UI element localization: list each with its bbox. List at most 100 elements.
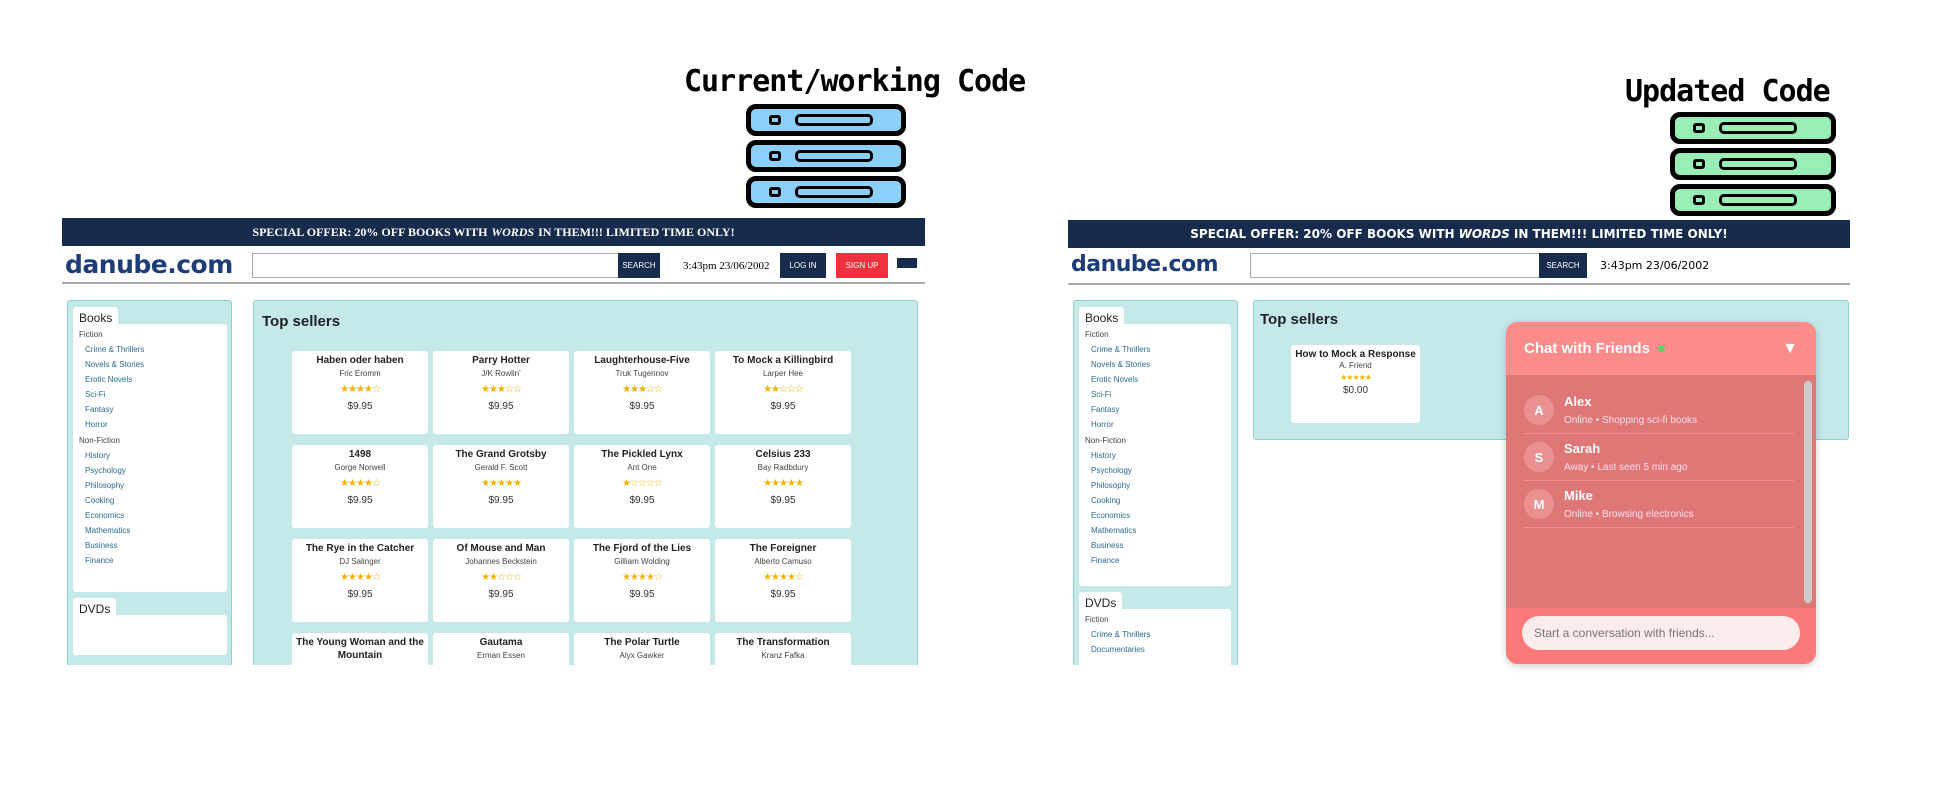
book-price: $9.95 <box>488 495 514 506</box>
book-title: The Fjord of the Lies <box>592 543 692 554</box>
category-link[interactable]: Psychology <box>85 466 126 475</box>
book-author: Gerald F. Scott <box>474 463 528 472</box>
signup-button[interactable]: SIGN UP <box>836 253 888 278</box>
category-link[interactable]: Mathematics <box>1091 526 1137 535</box>
category-link[interactable]: Crime & Thrillers <box>1091 630 1151 639</box>
cart-button[interactable] <box>897 258 917 268</box>
category-link[interactable]: Psychology <box>1091 466 1132 475</box>
site-logo[interactable]: danube.com <box>1071 252 1219 277</box>
book-card[interactable]: How to Mock a Response A. Friend ★★★★★ $… <box>1291 345 1420 423</box>
books-tab[interactable]: Books <box>1079 307 1125 327</box>
category-link[interactable]: Mathematics <box>85 526 131 535</box>
book-card[interactable]: The Young Woman and the Mountain <box>292 633 428 665</box>
category-link[interactable]: Documentaries <box>1091 645 1145 654</box>
friend-status: Away • Last seen 5 min ago <box>1564 462 1688 473</box>
category-link[interactable]: Crime & Thrillers <box>85 345 145 354</box>
search-input[interactable] <box>1250 253 1540 278</box>
book-title: Haben oder haben <box>316 355 404 366</box>
friend-name: Mike <box>1564 488 1593 503</box>
category-link[interactable]: Novels & Stories <box>1091 360 1151 369</box>
book-title: The Pickled Lynx <box>601 449 683 460</box>
chat-message-input[interactable] <box>1522 616 1800 650</box>
book-price: $9.95 <box>347 401 373 412</box>
server-stack-icon-blue <box>746 104 906 208</box>
category-link[interactable]: Economics <box>1091 511 1131 520</box>
site-logo[interactable]: danube.com <box>65 250 233 279</box>
book-author: Alyx Gawker <box>619 651 665 660</box>
category-link[interactable]: Cooking <box>85 496 115 505</box>
dvds-tab[interactable]: DVDs <box>1079 592 1123 612</box>
search-button[interactable]: SEARCH <box>618 253 660 278</box>
category-link[interactable]: Business <box>85 541 118 550</box>
book-price: $9.95 <box>770 401 796 412</box>
books-tab[interactable]: Books <box>73 307 119 327</box>
category-link[interactable]: Business <box>1091 541 1124 550</box>
book-author: Truk Tugennov <box>615 369 669 378</box>
friend-name: Sarah <box>1564 441 1601 456</box>
category-link[interactable]: Novels & Stories <box>85 360 145 369</box>
category-link[interactable]: Economics <box>85 511 125 520</box>
category-link[interactable]: Fantasy <box>1091 405 1120 414</box>
book-author: Larper Hee <box>762 369 804 378</box>
category-link[interactable]: Finance <box>85 556 114 565</box>
category-link[interactable]: Horror <box>1091 420 1114 429</box>
category-link[interactable]: Fantasy <box>85 405 114 414</box>
book-author: Bay Radbdury <box>757 463 809 472</box>
book-title: Celsius 233 <box>755 449 811 460</box>
book-title: The Polar Turtle <box>604 637 680 648</box>
dvds-tab[interactable]: DVDs <box>73 598 117 618</box>
category-link[interactable]: Crime & Thrillers <box>1091 345 1151 354</box>
book-author: Gorge Norwell <box>334 463 386 472</box>
category-link[interactable]: Finance <box>1091 556 1120 565</box>
category-link[interactable]: Philosophy <box>1091 481 1131 490</box>
book-price: $9.95 <box>770 589 796 600</box>
book-title: The Grand Grotsby <box>455 449 547 460</box>
search-input[interactable] <box>252 253 619 278</box>
category-link[interactable]: Erotic Novels <box>85 375 133 384</box>
category-link[interactable]: Horror <box>85 420 108 429</box>
category-link[interactable]: Sci-Fi <box>85 390 106 399</box>
category-link[interactable]: History <box>85 451 110 460</box>
category-link[interactable]: History <box>1091 451 1116 460</box>
book-title: 1498 <box>348 449 372 460</box>
category-link[interactable]: Cooking <box>1091 496 1121 505</box>
friend-name: Alex <box>1564 394 1592 409</box>
category-link[interactable]: Sci-Fi <box>1091 390 1112 399</box>
chat-title: Chat with Friends <box>1524 340 1650 357</box>
chat-header[interactable]: Chat with Friends ▼ <box>1506 322 1816 375</box>
scrollbar[interactable] <box>1804 381 1812 603</box>
login-button[interactable]: LOG IN <box>780 253 826 278</box>
clock: 3:43pm 23/06/2002 <box>1600 259 1710 272</box>
category-link[interactable]: Erotic Novels <box>1091 375 1139 384</box>
book-author: Gilliam Wolding <box>614 557 670 566</box>
book-price: $9.95 <box>488 589 514 600</box>
search-button[interactable]: SEARCH <box>1539 253 1587 278</box>
collapse-chevron-icon[interactable]: ▼ <box>1782 339 1798 357</box>
category-link[interactable]: Philosophy <box>85 481 125 490</box>
